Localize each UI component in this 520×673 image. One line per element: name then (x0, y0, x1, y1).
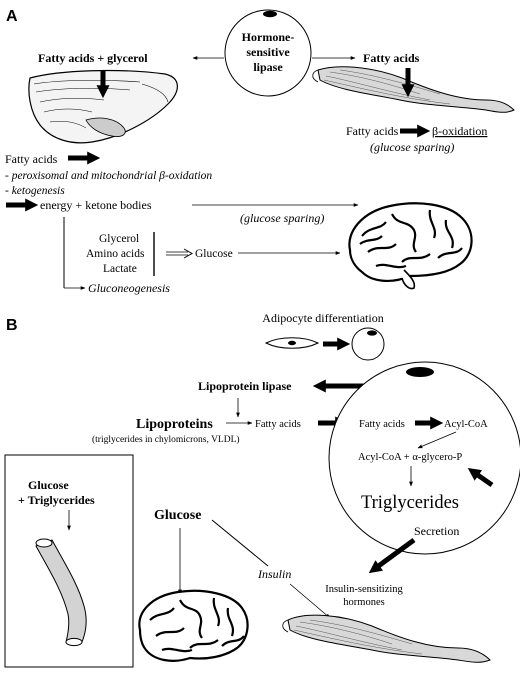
liver-ox-label: - peroxisomal and mitochondrial β-oxidat… (5, 170, 212, 182)
preadipocyte-icon (264, 337, 320, 349)
box-glucose-label: Glucose (28, 478, 69, 492)
acylcoa-label: Acyl-CoA (444, 419, 488, 430)
arrow-secretion (368, 537, 416, 574)
brain-icon-b (138, 589, 249, 662)
hsl-line3: lipase (253, 60, 283, 74)
adipocyte-small-icon (351, 327, 385, 361)
insulin-sens-2: hormones (343, 597, 384, 608)
beta-ox-label: β-oxidation (432, 124, 487, 138)
fa-glycerol-label: Fatty acids + glycerol (38, 51, 148, 65)
secretion-label: Secretion (414, 524, 459, 538)
energy-label: energy + ketone bodies (40, 198, 152, 212)
glycerol-label: Glycerol (99, 233, 139, 245)
box-tg-label: + Triglycerides (18, 493, 95, 507)
lactate-label: Lactate (103, 263, 137, 275)
glucose-sparing-muscle: (glucose sparing) (370, 140, 454, 154)
insulin-label: Insulin (257, 567, 291, 581)
muscle-icon-a (312, 66, 515, 113)
glucose-a-label: Glucose (195, 248, 233, 260)
liver-icon (28, 69, 178, 144)
glucose-sparing-brain: (glucose sparing) (240, 211, 324, 225)
brain-icon-a (348, 202, 473, 290)
adipocyte-cell-a (224, 9, 312, 97)
amino-label: Amino acids (86, 248, 145, 260)
triglycerides-label: Triglycerides (361, 493, 459, 513)
insulin-sens-1: Insulin-sensitizing (325, 584, 403, 595)
liver-fa-label: Fatty acids (5, 152, 58, 166)
muscle-icon-b (282, 614, 491, 663)
nucleus-icon (263, 10, 277, 18)
lpl-label: Lipoprotein lipase (198, 379, 292, 393)
arrow-insulin-to-muscle (289, 583, 331, 619)
fa-out-label: Fatty acids (255, 419, 301, 430)
arrow-acylcoa-down (417, 431, 457, 449)
lipoproteins-label: Lipoproteins (136, 417, 213, 432)
arrow-glycero-in (467, 468, 494, 488)
fa-beta-label: Fatty acids (346, 124, 399, 138)
acyl-glycero-label: Acyl-CoA + α-glycero-P (358, 452, 462, 463)
lipoproteins-sub: (triglycerides in chylomicrons, VLDL) (92, 434, 240, 445)
double-arrow-head (183, 248, 194, 259)
fa-in-label: Fatty acids (359, 419, 405, 430)
panel-a-label: A (6, 8, 18, 25)
adipo-diff-label: Adipocyte differentiation (262, 311, 383, 325)
panel-b-label: B (6, 317, 18, 334)
insulin-line-upper (211, 519, 269, 567)
liver-keto-label: - ketogenesis (5, 185, 65, 197)
hsl-line1: Hormone- (242, 30, 295, 44)
gluconeo-label: Gluconeogenesis (88, 281, 170, 295)
adipocyte-cell-b (328, 361, 520, 555)
hsl-line2: sensitive (246, 45, 290, 59)
nucleus-b-icon (406, 367, 434, 377)
blood-vessel-icon (35, 538, 87, 647)
glucose-b-label: Glucose (154, 508, 201, 523)
fa-muscle-label: Fatty acids (363, 51, 420, 65)
